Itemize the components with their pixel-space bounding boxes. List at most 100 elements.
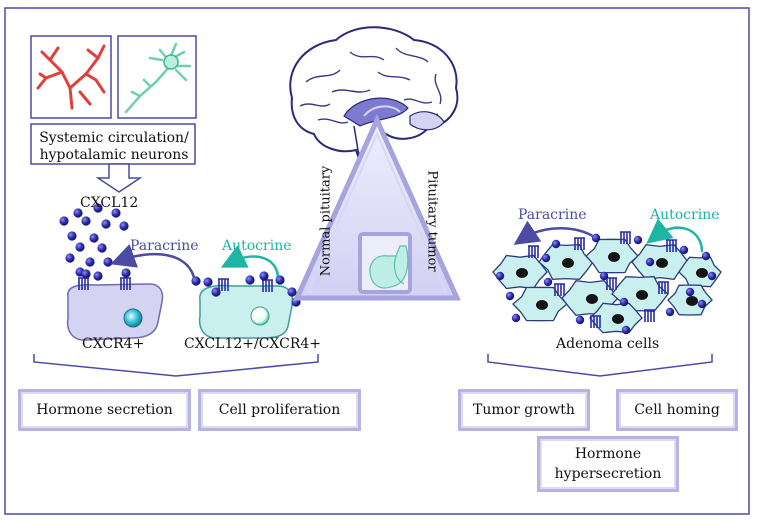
ligand-dot: [685, 287, 695, 297]
receptor-glyph: [620, 231, 631, 244]
ligand-dot: [645, 257, 655, 267]
ligand-dot: [103, 257, 113, 267]
ligand-dot: [85, 257, 95, 267]
ligand-dot: [259, 271, 269, 281]
hormone-line-2: hypersecretion: [554, 466, 662, 482]
ligand-dot: [599, 271, 609, 281]
ligand-dot: [633, 235, 643, 245]
ligand-dot: [65, 253, 75, 263]
cell-proliferation-label: Cell proliferation: [218, 402, 341, 418]
ligand-dot: [119, 221, 129, 231]
ligand-dot: [67, 231, 77, 241]
ligand-dot: [621, 325, 631, 335]
source-label: Systemic circulation/ hypotalamic neuron…: [38, 131, 190, 162]
ligand-dot: [505, 291, 515, 301]
cell-proliferation-box: Cell proliferation: [198, 389, 361, 431]
brain-image: [289, 26, 459, 170]
hormone-hypersecretion-box: Hormone hypersecretion: [537, 436, 679, 492]
blood-vessel-image: [30, 35, 112, 119]
adenoma-cell: [589, 302, 643, 334]
ligand-dot: [93, 203, 103, 213]
autocrine-label-left: Autocrine: [222, 238, 292, 254]
adenoma-cell: [512, 286, 568, 322]
source-box: [30, 123, 196, 165]
ligand-dot: [81, 269, 91, 279]
ligand-dot: [495, 271, 505, 281]
ligand-dot: [211, 287, 221, 297]
ligand-dot: [591, 233, 601, 243]
ligand-dot: [111, 208, 121, 218]
paracrine-arrow-left: [110, 244, 197, 283]
adenoma-nucleus: [586, 294, 598, 304]
receptor-glyph: [644, 309, 655, 322]
autocrine-arrow-left: [220, 245, 280, 283]
ligand-dot: [81, 216, 91, 226]
source-line-2: hypotalamic neurons: [39, 147, 189, 163]
down-arrow: [95, 163, 143, 193]
pituitary-triangle: [293, 113, 461, 301]
adenoma-cell: [585, 238, 639, 274]
ligand-dot: [701, 251, 711, 261]
normal-pituitary-label: Normal pituitary: [318, 165, 334, 277]
receptor-glyph: [262, 279, 273, 292]
ligand-dot: [275, 275, 285, 285]
receptor-glyph: [590, 315, 601, 328]
ligand-dot: [191, 276, 201, 286]
source-line-1: Systemic circulation/: [39, 130, 189, 146]
ligand-dot: [697, 299, 707, 309]
right-bracket: [487, 354, 713, 377]
cell-homing-label: Cell homing: [634, 402, 720, 418]
cxcr4-label: CXCR4+: [82, 336, 145, 352]
receptor-glyph: [554, 283, 565, 296]
ligand-dot: [543, 277, 553, 287]
adenoma-nucleus: [516, 268, 528, 278]
ligand-dot: [97, 243, 107, 253]
hormone-secretion-box: Hormone secretion: [18, 389, 191, 431]
cxcr4-receptors-left: [78, 268, 301, 307]
ligand-dot: [203, 277, 213, 287]
ligand-dot: [121, 268, 131, 278]
ligand-dot: [541, 253, 551, 263]
receptor-glyph: [606, 277, 617, 290]
cxcl12-ligand-cluster: [59, 203, 129, 281]
ligand-dot: [511, 313, 521, 323]
adenoma-cell: [631, 244, 689, 280]
receptor-glyph: [78, 277, 89, 290]
neuron-image: [117, 35, 197, 119]
adenoma-nucleus: [636, 290, 648, 300]
tumor-growth-label: Tumor growth: [473, 402, 575, 418]
ligand-dot: [59, 216, 69, 226]
receptor-glyph: [666, 239, 677, 252]
ligand-dot: [89, 233, 99, 243]
ligand-dot: [101, 219, 111, 229]
ligand-dot: [551, 239, 561, 249]
paracrine-label-right: Paracrine: [518, 207, 587, 223]
ligand-dot: [245, 275, 255, 285]
ligand-dot: [575, 315, 585, 325]
ligand-dot: [665, 307, 675, 317]
adenoma-nucleus: [536, 300, 548, 310]
adenoma-label: Adenoma cells: [556, 336, 660, 352]
left-bracket: [33, 354, 319, 377]
receptor-glyph: [218, 278, 229, 291]
ligand-dot: [93, 271, 103, 281]
autocrine-label-right: Autocrine: [650, 207, 720, 223]
outer-frame: [4, 7, 750, 515]
adenoma-nucleus: [686, 296, 698, 306]
receptor-glyph: [120, 277, 131, 290]
adenoma-nucleus: [656, 258, 668, 268]
receptor-glyph: [574, 237, 585, 250]
pituitary-tumor-label: Pituitary tumor: [424, 170, 440, 272]
hormone-secretion-label: Hormone secretion: [36, 402, 173, 418]
adenoma-nucleus: [612, 314, 624, 324]
tumor-growth-box: Tumor growth: [458, 389, 590, 431]
hormone-line-1: Hormone: [574, 446, 642, 462]
receptor-glyph: [658, 281, 669, 294]
adenoma-nucleus: [696, 268, 708, 278]
cxcl12-cxcr4-label: CXCL12+/CXCR4+: [184, 336, 322, 352]
adenoma-cell: [492, 254, 548, 290]
ligand-dot: [619, 297, 629, 307]
adenoma-cell-cluster: [492, 231, 722, 335]
cxcr4-cell: [66, 283, 164, 341]
